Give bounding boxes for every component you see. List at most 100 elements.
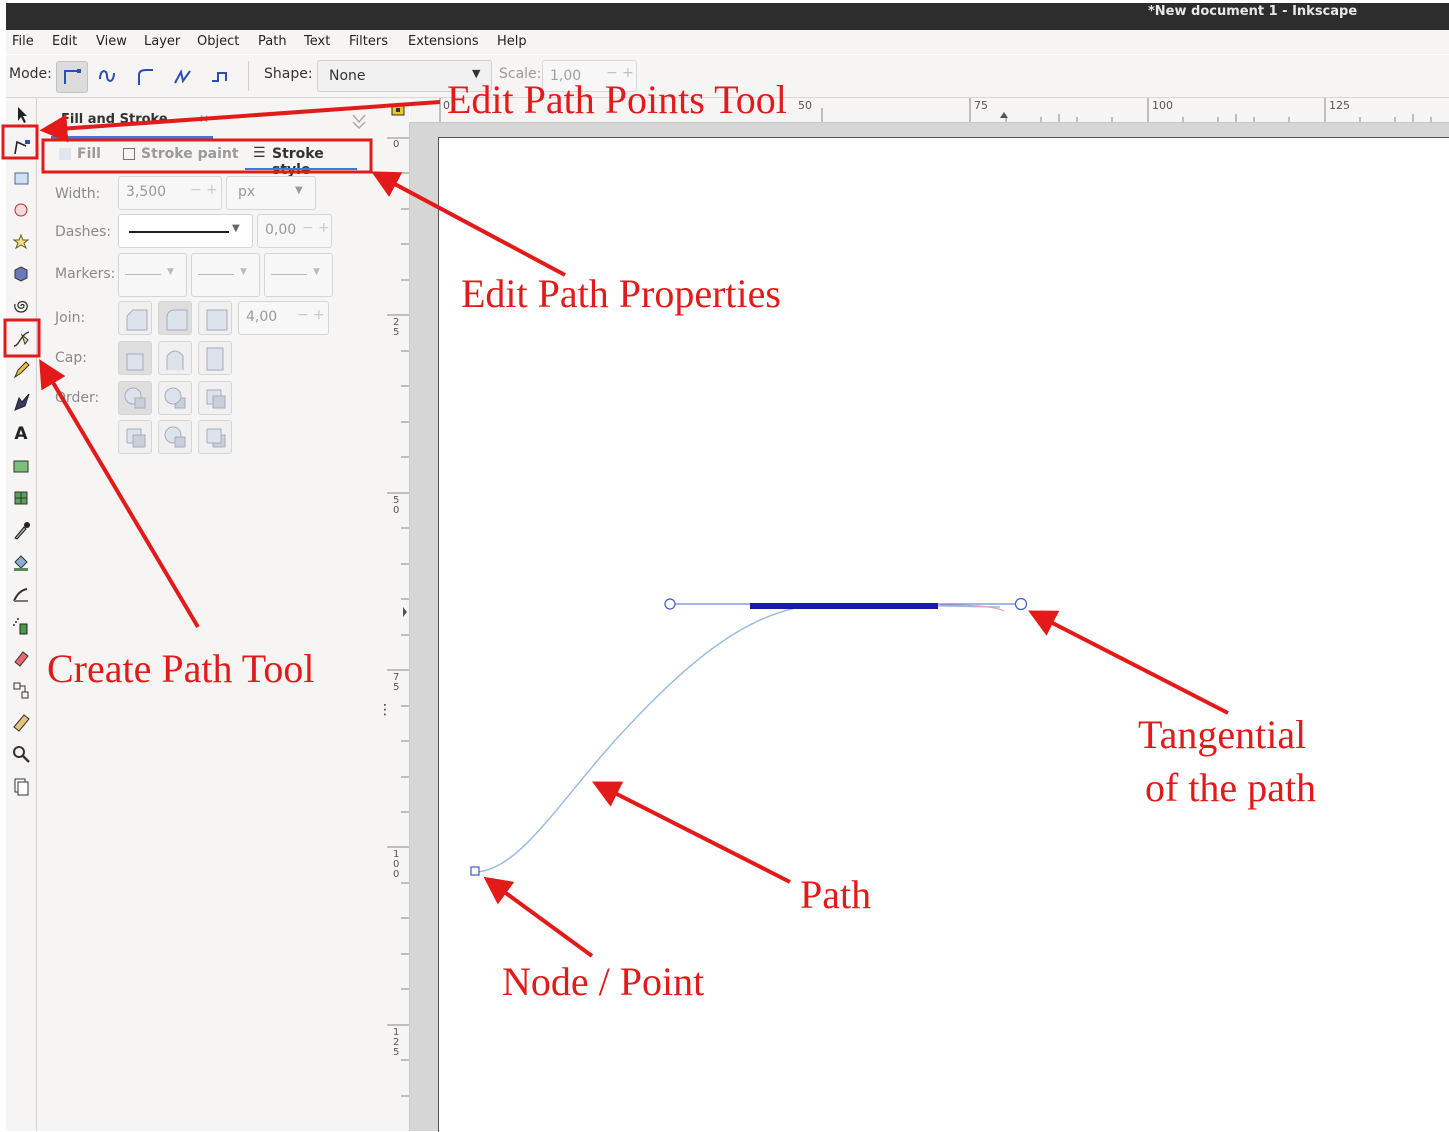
mode-spiro-button[interactable] <box>92 61 122 91</box>
chevron-down-icon: ▼ <box>240 267 247 277</box>
end-marker-select[interactable]: ▼ <box>264 253 333 297</box>
order-6-button[interactable] <box>198 420 232 454</box>
paint-order-icon <box>206 428 226 448</box>
path-preview-segment <box>939 604 1005 612</box>
mode-zigzag-button[interactable] <box>167 61 197 91</box>
bevel-join-icon <box>126 309 148 331</box>
order-2-button[interactable] <box>158 381 192 415</box>
gradient-tool-icon[interactable] <box>9 454 33 478</box>
minus-icon[interactable]: − <box>190 182 202 198</box>
selector-tool-icon[interactable] <box>9 102 33 126</box>
plus-icon[interactable]: + <box>318 220 330 236</box>
menu-text[interactable]: Text <box>304 34 331 49</box>
join-miter-button[interactable] <box>198 301 232 335</box>
menu-object[interactable]: Object <box>197 34 240 49</box>
menu-extensions[interactable]: Extensions <box>408 34 479 49</box>
miter-limit-value: 4,00 <box>246 309 278 325</box>
shape-select[interactable]: None ▼ <box>317 60 492 92</box>
ruler-label: 50 <box>393 495 400 516</box>
ellipse-tool-icon[interactable] <box>9 198 33 222</box>
plus-icon[interactable]: + <box>206 182 218 198</box>
menu-help[interactable]: Help <box>497 34 527 49</box>
menu-view[interactable]: View <box>96 34 127 49</box>
selected-segment <box>750 603 938 609</box>
menu-layer[interactable]: Layer <box>144 34 181 49</box>
star-tool-icon[interactable] <box>9 230 33 254</box>
highlight-pen-tool <box>3 318 41 358</box>
mesh-tool-icon[interactable] <box>9 486 33 510</box>
bezier-path[interactable] <box>475 603 1001 873</box>
cap-butt-button[interactable] <box>118 341 152 375</box>
width-unit-select[interactable]: px ▼ <box>226 176 316 210</box>
zigzag-mode-icon <box>174 69 191 84</box>
order-5-button[interactable] <box>158 420 192 454</box>
plus-icon[interactable]: + <box>313 307 325 323</box>
paint-bucket-tool-icon[interactable] <box>9 550 33 574</box>
dock-menu-icon[interactable] <box>347 110 371 130</box>
scale-label: Scale: <box>499 66 542 82</box>
join-bevel-button[interactable] <box>118 301 152 335</box>
ruler-label: 50 <box>798 99 812 112</box>
text-tool-icon[interactable]: A <box>14 424 28 444</box>
paint-order-icon <box>126 428 146 448</box>
mid-marker-select[interactable]: ▼ <box>191 253 260 297</box>
document-page[interactable] <box>438 137 1449 1132</box>
cap-square-button[interactable] <box>198 341 232 375</box>
chevron-down-icon: ▼ <box>167 267 174 277</box>
start-marker-select[interactable]: ▼ <box>118 253 187 297</box>
arrow-create-path <box>39 359 200 629</box>
tab-fill[interactable]: Fill <box>77 146 101 162</box>
menu-path[interactable]: Path <box>258 34 287 49</box>
menu-filters[interactable]: Filters <box>349 34 388 49</box>
order-4-button[interactable] <box>118 420 152 454</box>
pages-tool-icon[interactable] <box>9 774 33 798</box>
rectangle-tool-icon[interactable] <box>9 166 33 190</box>
annotation-of-the-path: of the path <box>1145 765 1317 810</box>
measure-tool-icon[interactable] <box>9 710 33 734</box>
order-1-button[interactable] <box>118 381 152 415</box>
order-3-button[interactable] <box>198 381 232 415</box>
toolbox: A <box>6 98 37 1131</box>
arrow-path <box>592 781 791 884</box>
stroke-paint-icon <box>123 148 135 160</box>
dash-offset-spinbox[interactable]: 0,00 − + <box>257 214 332 248</box>
dropper-tool-icon[interactable] <box>9 518 33 542</box>
mode-regular-bezier-button[interactable] <box>56 61 88 93</box>
dash-pattern-select[interactable]: ▼ <box>118 214 253 248</box>
bezier-pen-tool-icon[interactable] <box>9 326 33 350</box>
tangent-handle-end[interactable] <box>1014 597 1028 611</box>
mode-paraxial-button[interactable] <box>204 61 234 91</box>
connector-tool-icon[interactable] <box>9 678 33 702</box>
tab-stroke-style[interactable]: Stroke style <box>272 146 324 178</box>
tangent-handle-start[interactable] <box>664 598 676 610</box>
zoom-tool-icon[interactable] <box>9 742 33 766</box>
ruler-label: 125 <box>393 1027 400 1058</box>
eraser-tool-icon[interactable] <box>9 646 33 670</box>
menu-file[interactable]: File <box>12 34 34 49</box>
join-label: Join: <box>55 310 86 326</box>
mode-bspline-button[interactable] <box>130 61 160 91</box>
scale-spinbox[interactable]: 1,00 − + <box>542 60 637 92</box>
highlight-stroke-tabs <box>41 138 373 174</box>
node-tool-icon[interactable] <box>9 134 33 158</box>
tweak-tool-icon[interactable] <box>9 582 33 606</box>
3d-box-tool-icon[interactable] <box>9 262 33 286</box>
spiral-tool-icon[interactable] <box>9 294 33 318</box>
minus-icon[interactable]: − <box>297 307 309 323</box>
minus-icon[interactable]: − <box>302 220 314 236</box>
marker-preview-line <box>125 274 161 275</box>
join-round-button[interactable] <box>158 301 192 335</box>
menu-edit[interactable]: Edit <box>52 34 78 49</box>
miter-limit-spinbox[interactable]: 4,00 − + <box>238 301 329 335</box>
path-node[interactable] <box>470 866 480 876</box>
scale-value: 1,00 <box>550 68 582 84</box>
fill-stroke-tabs: Fill Stroke paint ☰ Stroke style <box>57 145 357 178</box>
pencil-tool-icon[interactable] <box>9 358 33 382</box>
calligraphy-tool-icon[interactable] <box>9 390 33 414</box>
spray-tool-icon[interactable] <box>9 614 33 638</box>
tab-stroke-paint[interactable]: Stroke paint <box>141 146 239 162</box>
cap-round-button[interactable] <box>158 341 192 375</box>
highlight-node-tool <box>1 124 39 160</box>
width-spinbox[interactable]: 3,500 − + <box>118 176 222 210</box>
arrow-tangential <box>1028 610 1229 715</box>
